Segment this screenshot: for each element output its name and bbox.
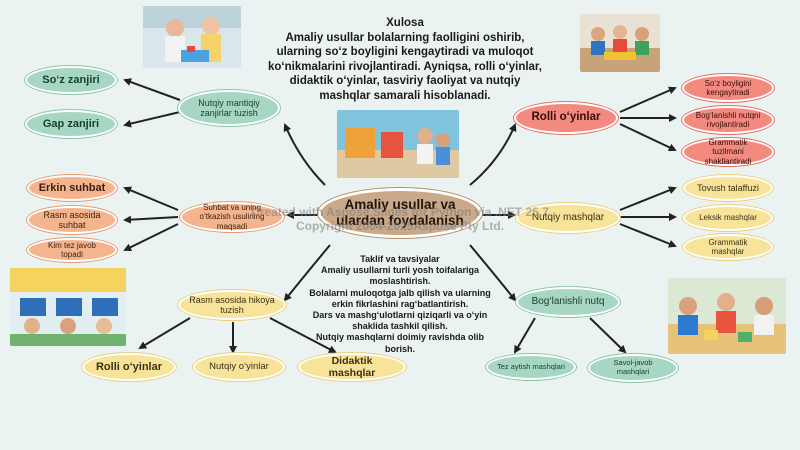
node-didactic-exercises: Didaktik mashqlar	[298, 353, 406, 381]
photo-children-blocks-icon	[668, 278, 786, 354]
node-speech-exercises: Nutqiy mashqlar	[516, 203, 620, 233]
suggestions-line: erkin fikrlashini rag‘batlantirish.	[331, 298, 469, 309]
conclusion-line: Amaliy usullar bolalarning faolligini os…	[285, 31, 525, 44]
node-sound-pronunciation: Tovush talaffuzi	[683, 175, 773, 201]
node-connected-speech: Bog‘lanishli nutq	[516, 287, 620, 317]
photo-children-computers-icon	[10, 268, 126, 346]
photo-children-table-icon	[580, 14, 660, 72]
suggestions-line: Nutqiy mashqlarni doimiy ravishda olib	[315, 332, 485, 343]
node-conversation-purpose: Suhbat va uning o‘tkazish usulining maqs…	[180, 202, 284, 232]
node-connected-speech-dev: Bog‘lanishli nutqni rivojlantiradi	[682, 106, 774, 134]
node-vocab-dev: So‘z boyligini kengaytiradi	[682, 74, 774, 102]
suggestions-line: Dars va mashg‘ulotlarni qiziqarli va o‘y…	[312, 310, 488, 321]
node-grammatical-exercises: Grammatik mashqlar	[683, 234, 773, 260]
node-free-talk: Erkin suhbat	[27, 175, 117, 201]
watermark: Created with Aspose.Slides for Python vi…	[200, 205, 600, 233]
node-role-games-bottom: Rolli o‘yinlar	[82, 353, 176, 381]
suggestions-line: shaklida tashkil qilish.	[352, 321, 448, 332]
suggestions-line: Bolalarni muloqotga jalb qilish va ularn…	[309, 287, 491, 298]
node-grammar-forms: Grammatik tuzilmani shakllantiradi	[682, 138, 774, 166]
photo-classroom-play-icon	[337, 110, 459, 178]
suggestions-line: moslashtirish.	[369, 276, 431, 287]
suggestions-block: Taklif va tavsiyalar Amaliy usullarni tu…	[300, 254, 500, 355]
photo-kids-top-right	[580, 14, 660, 72]
photo-children-playing-icon	[143, 6, 241, 68]
watermark-line: Created with Aspose.Slides for Python vi…	[251, 205, 549, 219]
suggestions-line: borish.	[384, 343, 415, 354]
suggestions-line: Amaliy usullarni turli yosh toifalariga	[320, 265, 480, 276]
conclusion-line: mashqlar samarali hisoblanadi.	[319, 89, 491, 102]
photo-kids-top-left	[143, 6, 241, 68]
node-speech-games: Nutqiy o‘yinlar	[193, 353, 285, 381]
photo-kids-bottom-left	[10, 268, 126, 346]
node-who-answers: Kim tez javob topadi	[27, 238, 117, 262]
center-node: Amaliy usullar va ulardan foydalanish	[318, 188, 482, 238]
node-picture-talk: Rasm asosida suhbat	[27, 206, 117, 234]
node-role-games-top: Rolli o‘yinlar	[514, 102, 618, 134]
conclusion-title: Xulosa	[386, 17, 424, 29]
conclusion-block: Xulosa Amaliy usullar bolalarning faolli…	[255, 16, 555, 103]
suggestions-line: Taklif va tavsiyalar	[360, 254, 440, 264]
node-quick-exercises: Tez aytish mashqlari	[486, 354, 576, 380]
conclusion-line: ularning so‘z boyligini kengaytiradi va …	[276, 46, 534, 58]
conclusion-line: ko‘nikmalarini rivojlantiradi. Ayniqsa, …	[268, 60, 542, 73]
node-qa-exercises: Savol-javob mashqlari	[588, 354, 678, 382]
node-logic-chain: Nutqiy mantiqiy zanjirlar tuzish	[178, 90, 280, 126]
photo-center	[337, 110, 459, 178]
node-word-chain: So‘z zanjiri	[25, 66, 117, 94]
node-picture-story: Rasm asosida hikoya tuzish	[178, 290, 286, 320]
watermark-line: Copyright 2004-2025Aspose Pty Ltd.	[295, 219, 505, 233]
conclusion-line: didaktik o‘yinlar, tasviriy faoliyat va …	[289, 75, 521, 87]
photo-kids-bottom-right	[668, 278, 786, 354]
node-lexical-exercises: Leksik mashqlar	[683, 205, 773, 231]
node-sentence-chain: Gap zanjiri	[25, 110, 117, 138]
